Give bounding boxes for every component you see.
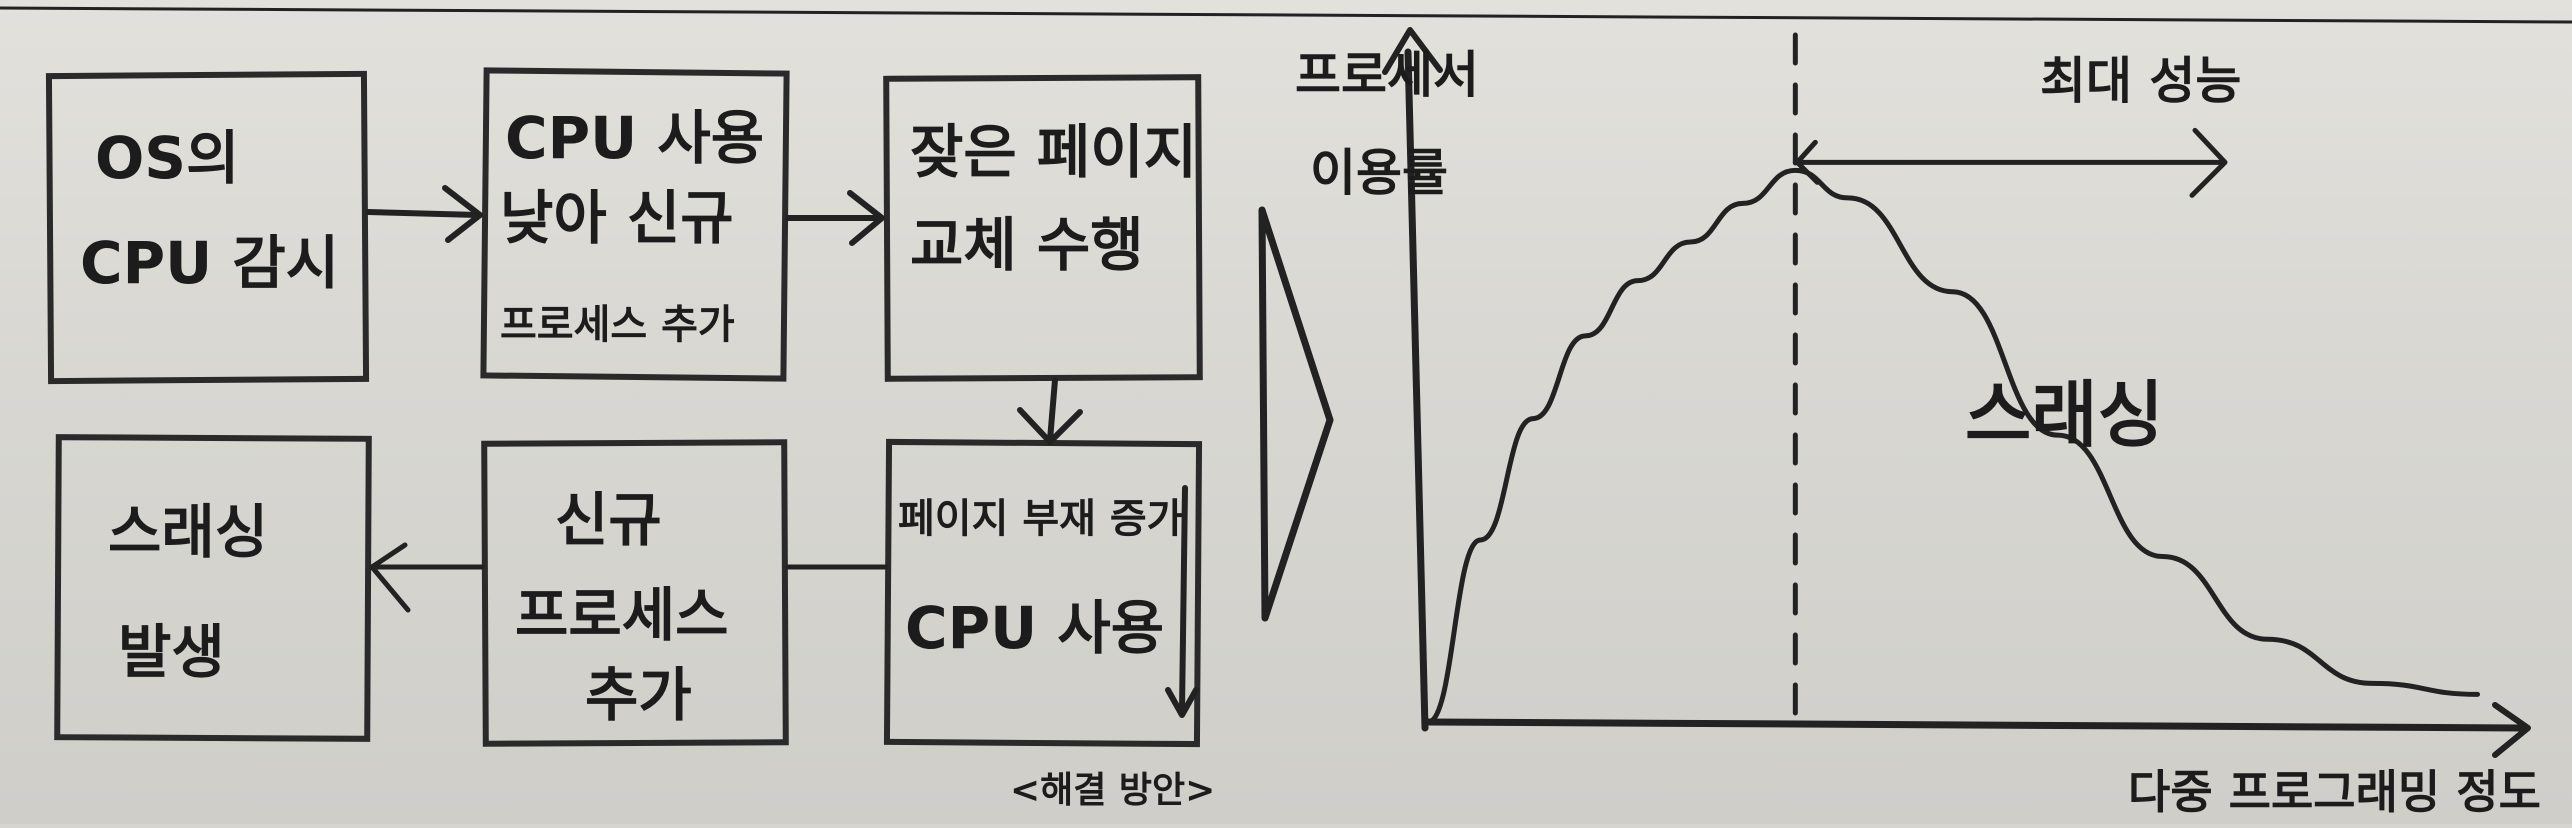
arrow-box3-box4 <box>1047 377 1058 443</box>
flow-box-page-replace-line2: 교체 수행 <box>910 211 1144 279</box>
x-axis-label: 다중 프로그래밍 정도 <box>2128 765 2541 819</box>
flow-box-new-process-line3: 추가 <box>585 661 692 729</box>
arrow-down-icon <box>1017 407 1083 445</box>
flow-box-page-replace: 잦은 페이지 교체 수행 <box>883 74 1203 382</box>
arrow-left-icon <box>369 542 411 613</box>
flow-box-thrashing-line1: 스래싱 <box>108 498 268 566</box>
flow-box-os-monitor-line2: CPU 감시 <box>80 229 339 297</box>
flow-box-new-process-line1: 신규 <box>555 486 662 554</box>
y-axis-arrow-icon <box>1382 27 1443 75</box>
y-axis-line <box>1404 48 1429 732</box>
flow-box-new-process-line2: 프로세스 <box>515 581 728 649</box>
flow-box-page-replace-line1: 잦은 페이지 <box>910 118 1197 186</box>
flow-box-os-monitor-line1: OS의 <box>95 124 239 192</box>
transition-arrow-icon <box>1258 206 1334 622</box>
flow-caption: <해결 방안> <box>1010 770 1215 811</box>
utilization-curve-0 <box>1425 167 2481 725</box>
chart-marks <box>1425 32 2481 725</box>
arrowhead-right-icon <box>2189 127 2228 198</box>
flow-box-page-fault-line2: CPU 사용 <box>905 594 1164 662</box>
flow-box-os-monitor: OS의 CPU 감시 <box>45 70 370 385</box>
flow-box-add-process-line2: 낮아 신규 <box>500 184 734 252</box>
flow-box-new-process: 신규 프로세스 추가 <box>481 439 789 747</box>
y-axis-label-line2: 이용률 <box>1310 144 1448 202</box>
flow-arrows <box>365 185 1083 613</box>
flow-box-page-fault: 페이지 부재 증가 CPU 사용 <box>883 438 1203 748</box>
flow-box-add-process-line1: CPU 사용 <box>505 104 764 172</box>
down-arrow-shaft <box>1179 485 1188 713</box>
arrow-right-icon-1 <box>442 185 483 243</box>
x-axis-arrow-icon <box>2492 702 2531 758</box>
flow-box-add-process-line3: 프로세스 추가 <box>500 302 735 348</box>
paper-edge <box>0 6 2572 24</box>
x-axis-line <box>1424 718 2526 732</box>
thrashing-annotation-label: 스래싱 <box>1965 373 2164 457</box>
flow-box-page-fault-line1: 페이지 부재 증가 <box>898 496 1184 542</box>
arrow-right-icon-2 <box>847 190 885 246</box>
arrow-box1-box2 <box>365 209 481 218</box>
peak-annotation-label: 최대 성능 <box>2040 52 2241 110</box>
down-arrow-icon <box>1165 687 1199 718</box>
arrowhead-left-icon <box>1794 139 1820 185</box>
thrashing-chart: 프로세서 이용률 다중 프로그래밍 정도 최대 성능 스래싱 <box>1295 27 2541 819</box>
y-axis-label-line1: 프로세서 <box>1295 46 1479 104</box>
flow-box-thrashing: 스래싱 발생 <box>54 434 372 742</box>
flow-box-add-process: CPU 사용 낮아 신규 프로세스 추가 <box>480 67 790 382</box>
flow-box-thrashing-line2: 발생 <box>118 618 225 686</box>
